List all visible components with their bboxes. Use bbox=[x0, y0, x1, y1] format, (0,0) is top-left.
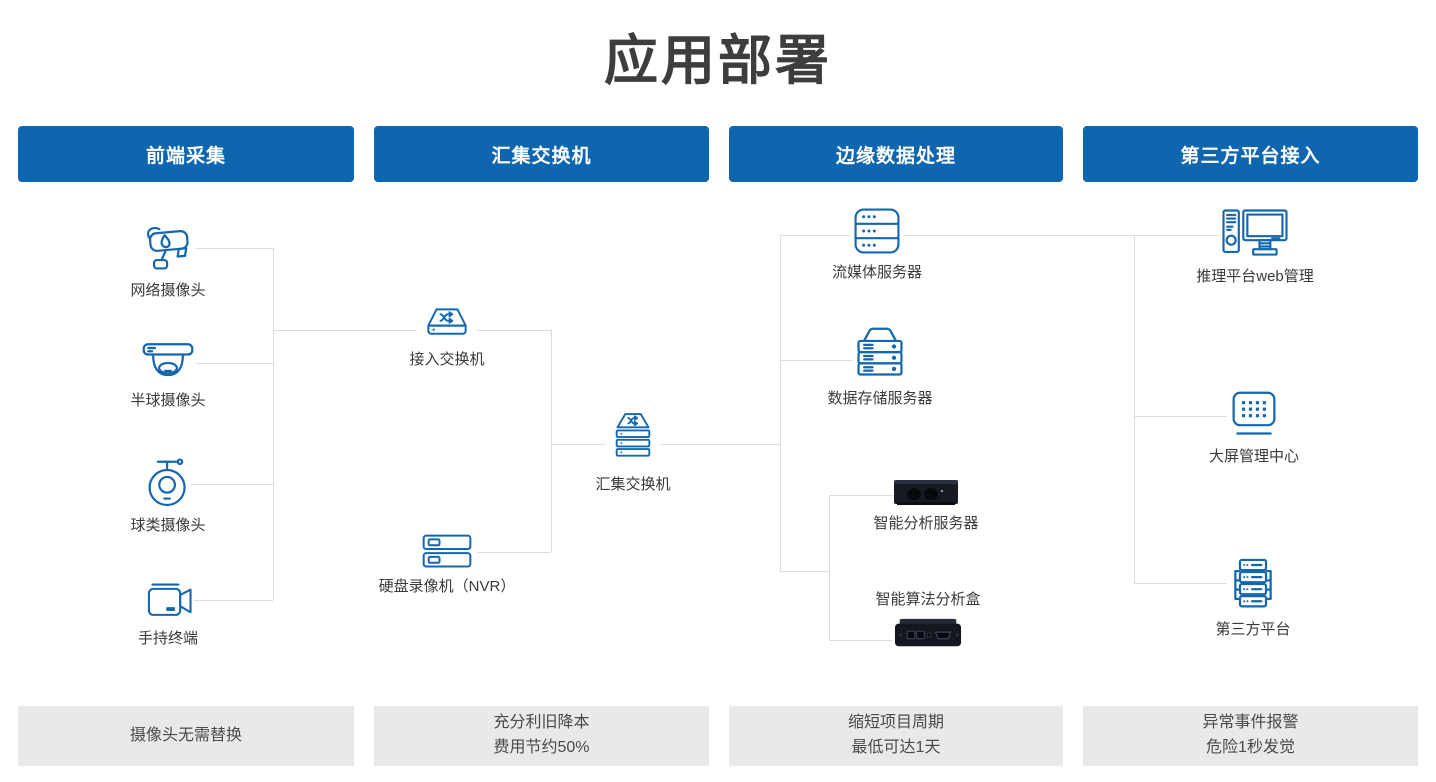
aggregation-switch-icon bbox=[605, 410, 661, 468]
handheld-camera-icon bbox=[142, 580, 194, 622]
connector-line bbox=[194, 600, 273, 601]
header-label: 汇集交换机 bbox=[491, 145, 592, 167]
node-dome-camera: 半球摄像头 bbox=[93, 340, 243, 410]
connector-line bbox=[551, 444, 607, 445]
connector-line bbox=[829, 640, 892, 641]
connector-line bbox=[829, 495, 893, 496]
footer-line: 缩短项目周期 bbox=[847, 714, 944, 732]
streaming-server-icon bbox=[850, 206, 904, 256]
footer-line: 异常事件报警 bbox=[1202, 714, 1299, 732]
led-screen-icon bbox=[1227, 390, 1281, 440]
node-label: 半球摄像头 bbox=[130, 392, 206, 409]
connector-line bbox=[904, 235, 1219, 236]
connector-line bbox=[1134, 416, 1227, 417]
header-label: 边缘数据处理 bbox=[835, 145, 956, 167]
node-label: 流媒体服务器 bbox=[831, 264, 922, 281]
node-network-camera: 网络摄像头 bbox=[93, 222, 243, 300]
node-nvr: 硬盘录像机（NVR） bbox=[372, 533, 522, 596]
footer-line: 最低可达1天 bbox=[851, 739, 941, 756]
connector-line bbox=[780, 571, 829, 572]
footer-line: 费用节约50% bbox=[493, 739, 590, 756]
storage-server-icon bbox=[852, 326, 908, 382]
node-handheld-terminal: 手持终端 bbox=[93, 580, 243, 648]
connector-line bbox=[661, 444, 780, 445]
footer-line: 充分利旧降本 bbox=[493, 714, 590, 732]
node-ball-camera: 球类摄像头 bbox=[93, 455, 243, 535]
node-aggregation-switch: 汇集交换机 bbox=[558, 410, 708, 494]
footer-cost-saving: 充分利旧降本 费用节约50% bbox=[374, 706, 709, 766]
footer-camera-reuse: 摄像头无需替换 bbox=[18, 706, 354, 766]
page-title: 应用部署 bbox=[604, 31, 832, 91]
node-label: 球类摄像头 bbox=[130, 517, 206, 534]
node-analysis-server: 智能分析服务器 bbox=[851, 477, 1001, 533]
connector-line bbox=[829, 495, 830, 640]
connector-line bbox=[1134, 583, 1227, 584]
connector-line bbox=[191, 484, 273, 485]
node-label: 智能算法分析盒 bbox=[875, 591, 981, 608]
node-label: 数据存储服务器 bbox=[827, 390, 933, 407]
node-label: 智能分析服务器 bbox=[873, 515, 979, 532]
connector-line bbox=[780, 235, 781, 571]
connector-line bbox=[196, 363, 273, 364]
dome-camera-icon bbox=[140, 340, 196, 384]
connector-line bbox=[477, 552, 551, 553]
node-screen-center: 大屏管理中心 bbox=[1179, 390, 1329, 466]
connector-line bbox=[477, 330, 551, 331]
node-label: 硬盘录像机（NVR） bbox=[378, 578, 516, 595]
server-stack-icon bbox=[1227, 557, 1279, 613]
node-label: 网络摄像头 bbox=[130, 282, 206, 299]
access-switch-icon bbox=[417, 305, 477, 343]
connector-line bbox=[196, 248, 273, 249]
footer-line: 危险1秒发觉 bbox=[1206, 739, 1295, 756]
node-label: 接入交换机 bbox=[409, 351, 485, 368]
node-third-party: 第三方平台 bbox=[1178, 557, 1328, 639]
node-web-management: 推理平台web管理 bbox=[1180, 206, 1330, 286]
header-third-party-access: 第三方平台接入 bbox=[1083, 126, 1418, 182]
node-label: 第三方平台 bbox=[1215, 621, 1291, 638]
bullet-camera-icon bbox=[140, 222, 196, 274]
node-storage-server: 数据存储服务器 bbox=[805, 326, 955, 408]
node-label: 推理平台web管理 bbox=[1196, 268, 1314, 285]
node-label: 手持终端 bbox=[137, 630, 198, 647]
footer-project-cycle: 缩短项目周期 最低可达1天 bbox=[729, 706, 1063, 766]
rack-server-photo-icon bbox=[893, 477, 959, 507]
connector-line bbox=[551, 330, 552, 552]
header-front-collection: 前端采集 bbox=[18, 126, 354, 182]
ball-camera-icon bbox=[145, 455, 191, 509]
node-label: 汇集交换机 bbox=[595, 476, 671, 493]
header-edge-processing: 边缘数据处理 bbox=[729, 126, 1063, 182]
node-label: 大屏管理中心 bbox=[1208, 448, 1299, 465]
header-label: 前端采集 bbox=[145, 145, 226, 167]
header-aggregation-switch: 汇集交换机 bbox=[374, 126, 709, 182]
connector-line bbox=[273, 248, 274, 600]
header-label: 第三方平台接入 bbox=[1180, 145, 1321, 167]
connector-line bbox=[1134, 235, 1135, 583]
connector-line bbox=[780, 235, 850, 236]
connector-line bbox=[780, 360, 853, 361]
footer-line: 摄像头无需替换 bbox=[129, 726, 242, 744]
footer-alarm: 异常事件报警 危险1秒发觉 bbox=[1083, 706, 1418, 766]
node-streaming-server: 流媒体服务器 bbox=[802, 206, 952, 282]
node-analysis-box: 智能算法分析盒 bbox=[853, 588, 1003, 651]
ai-box-photo-icon bbox=[892, 617, 964, 651]
desktop-pc-icon bbox=[1219, 206, 1291, 260]
nvr-icon bbox=[417, 533, 477, 570]
connector-line bbox=[273, 330, 417, 331]
node-access-switch: 接入交换机 bbox=[372, 305, 522, 369]
